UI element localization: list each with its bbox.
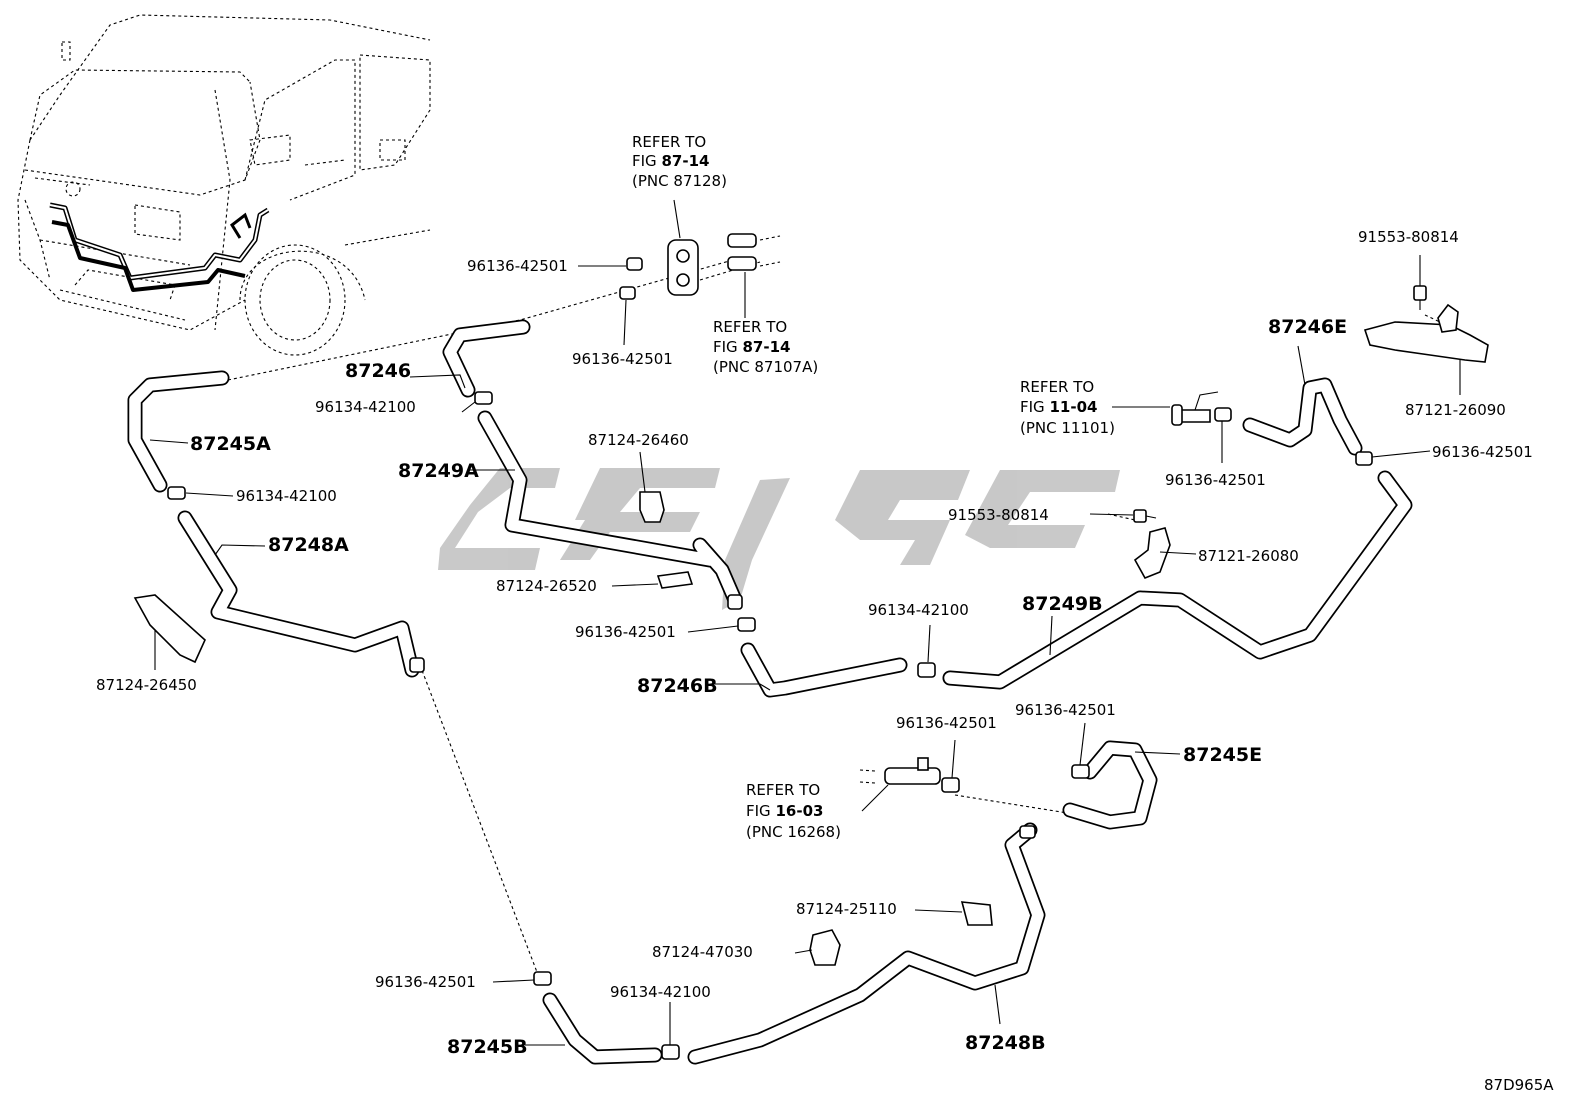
ref2-pnc: (PNC 87107A)	[713, 358, 818, 376]
sensor-connector	[1171, 391, 1219, 426]
label-87249B: 87249B	[1022, 593, 1103, 615]
ref4-line1: REFER TO	[746, 781, 820, 799]
label-87249A: 87249A	[398, 460, 479, 482]
ref4-fig-line: FIG 16-03	[746, 802, 823, 820]
label-clip-87124-26520: 87124-26520	[496, 577, 597, 595]
water-valve	[884, 757, 941, 785]
clamp-96136-lower2	[1071, 764, 1090, 779]
hose-87246B	[740, 642, 908, 698]
label-clamp-96136-lower: 96136-42501	[896, 714, 997, 732]
label-clamp-96136-top1: 96136-42501	[467, 257, 568, 275]
label-clamp-96136-bottom: 96136-42501	[375, 973, 476, 991]
label-clamp-96134-mid: 96134-42100	[868, 601, 969, 619]
ref2-fig-line: FIG 87-14	[713, 338, 790, 356]
label-clamp-96136-right1: 96136-42501	[1165, 471, 1266, 489]
clamp-96136-bottom	[533, 971, 552, 986]
label-clamp-96134-b: 96134-42100	[236, 487, 337, 505]
label-87246E: 87246E	[1268, 316, 1347, 338]
label-clamp-96136-right2: 96136-42501	[1432, 443, 1533, 461]
hose-87246	[442, 319, 531, 398]
clamp-96134-b	[167, 486, 186, 500]
clip-87124-26460	[639, 491, 665, 523]
grommet-part	[667, 239, 699, 296]
reference-note-3[interactable]: REFER TO FIG 11-04 (PNC 11101)	[1020, 378, 1115, 437]
clamp-96136-top1	[626, 257, 643, 271]
bolt-91553-top	[1413, 285, 1427, 310]
ref4-pnc: (PNC 16268)	[746, 823, 841, 841]
hose-end-87249A	[727, 594, 743, 610]
bracket-87121-26090-tab	[1437, 303, 1459, 333]
brackets-clips	[133, 233, 1489, 966]
label-87245E: 87245E	[1183, 744, 1262, 766]
hose-end-87248B	[1019, 825, 1036, 839]
label-clamp-96134-bottom: 96134-42100	[610, 983, 711, 1001]
label-bolt-91553-top: 91553-80814	[1358, 228, 1459, 246]
ref1-pnc: (PNC 87128)	[632, 172, 727, 190]
hose-clamps	[167, 257, 1373, 1060]
hose-87246E	[1242, 377, 1363, 456]
label-87246: 87246	[345, 360, 411, 382]
label-87248B: 87248B	[965, 1032, 1046, 1054]
hose-87248A	[177, 510, 420, 678]
label-87245A: 87245A	[190, 433, 271, 455]
label-clamp-96136-lower2: 96136-42501	[1015, 701, 1116, 719]
diagram-code: 87D965A	[1484, 1076, 1554, 1094]
bracket-87124-26450	[133, 594, 206, 664]
label-clip-87124-47030: 87124-47030	[652, 943, 753, 961]
pipe-connector-right	[727, 233, 757, 271]
ref3-fig-line: FIG 11-04	[1020, 398, 1097, 416]
ref2-line1: REFER TO	[713, 318, 787, 336]
label-bracket-87121-26090: 87121-26090	[1405, 401, 1506, 419]
clip-87124-26520	[656, 571, 694, 589]
label-clip-87124-25110: 87124-25110	[796, 900, 897, 918]
bracket-87121-26090	[1363, 321, 1489, 363]
label-bracket-87124-26450: 87124-26450	[96, 676, 197, 694]
hose-87245E	[1062, 740, 1158, 830]
vehicle-illustration	[17, 14, 431, 356]
label-clip-87124-26460: 87124-26460	[588, 431, 689, 449]
clip-87124-47030	[809, 929, 841, 966]
clamp-96134-a	[474, 391, 493, 405]
connection-lines	[227, 235, 1441, 981]
reference-note-1[interactable]: REFER TO FIG 87-14 (PNC 87128)	[632, 133, 727, 190]
label-clamp-96134-a: 96134-42100	[315, 398, 416, 416]
leader-lines	[149, 199, 1461, 1046]
label-clamp-96136-top2: 96136-42501	[572, 350, 673, 368]
bracket-87121-26080	[1133, 527, 1171, 580]
clamp-96136-top2	[619, 286, 636, 300]
ref1-fig-line: FIG 87-14	[632, 152, 709, 170]
clamp-96134-mid	[917, 662, 936, 678]
hose-end-87248A	[409, 657, 425, 673]
label-87246B: 87246B	[637, 675, 718, 697]
reference-note-4[interactable]: REFER TO FIG 16-03 (PNC 16268)	[746, 781, 841, 841]
clip-87124-25110	[960, 901, 993, 926]
label-87248A: 87248A	[268, 534, 349, 556]
hose-87249B	[942, 470, 1413, 690]
ref3-line1: REFER TO	[1020, 378, 1094, 396]
label-bracket-87121-26080: 87121-26080	[1198, 547, 1299, 565]
clamp-96136-right2	[1355, 451, 1373, 466]
clamp-96134-bottom	[661, 1044, 680, 1060]
part-labels: 87246 87245A 87248A 87249A 87246B 87245B…	[96, 228, 1533, 1058]
ref1-line1: REFER TO	[632, 133, 706, 151]
hose-87245A	[127, 370, 230, 493]
label-87245B: 87245B	[447, 1036, 528, 1058]
clamp-96136-lower	[941, 777, 960, 793]
bolt-91553-mid	[1133, 509, 1157, 523]
label-bolt-91553-mid: 91553-80814	[948, 506, 1049, 524]
hose-87245B	[542, 992, 663, 1065]
clamp-96136-mid	[737, 617, 756, 632]
label-clamp-96136-mid: 96136-42501	[575, 623, 676, 641]
ref3-pnc: (PNC 11101)	[1020, 419, 1115, 437]
reference-note-2[interactable]: REFER TO FIG 87-14 (PNC 87107A)	[713, 318, 818, 376]
hose-87249A	[477, 410, 743, 608]
clamp-96136-right1	[1214, 407, 1232, 422]
hose-87248B	[687, 822, 1046, 1065]
